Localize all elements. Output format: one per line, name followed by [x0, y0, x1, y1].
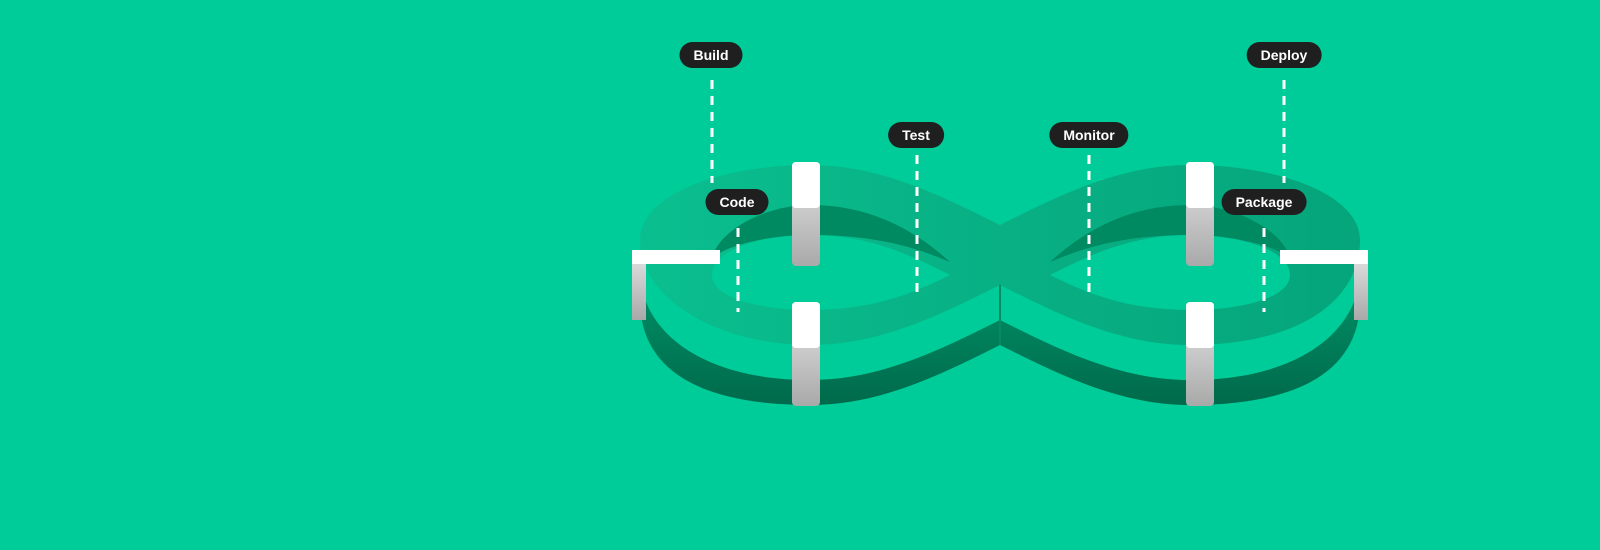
loop-hole-right [1050, 235, 1290, 310]
stage-label-package: Package [1221, 189, 1307, 215]
pillar-top-left [792, 162, 820, 266]
stage-label-code: Code [705, 189, 769, 215]
loop-hole-left-wall [712, 205, 950, 262]
stage-label-monitor: Monitor [1049, 122, 1129, 148]
stage-label-test: Test [888, 122, 944, 148]
bracket-left [632, 250, 720, 320]
stage-label-deploy: Deploy [1246, 42, 1322, 68]
pillar-top-right [1186, 162, 1214, 266]
bracket-right [1280, 250, 1368, 320]
pillar-bottom-left [792, 302, 820, 406]
stage-label-build: Build [679, 42, 743, 68]
pillar-bottom-right [1186, 302, 1214, 406]
loop-hole-left [712, 235, 950, 310]
loop-hole-right-wall [1050, 205, 1290, 262]
